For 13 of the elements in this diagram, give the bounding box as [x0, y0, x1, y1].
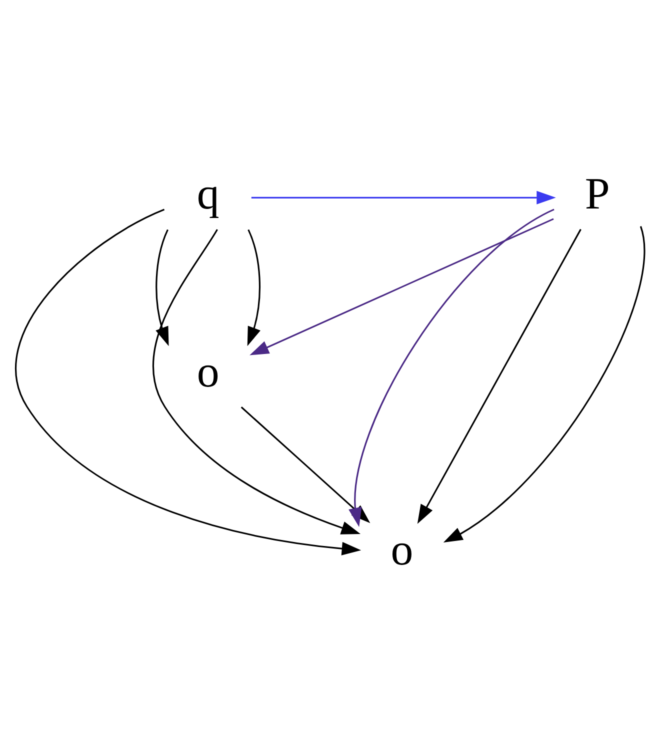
- arrow: [247, 229, 260, 346]
- node-text: o: [390, 524, 414, 574]
- arrow: [417, 228, 582, 524]
- arrow: [251, 190, 556, 204]
- arrow: [348, 208, 554, 527]
- arrow: [250, 218, 554, 356]
- node-text: o: [196, 346, 220, 397]
- arrow: [15, 208, 362, 556]
- node-text: q: [196, 168, 220, 219]
- arrow: [152, 229, 361, 534]
- node-text: P: [584, 168, 610, 219]
- arrow: [156, 229, 169, 346]
- arrow: [443, 226, 646, 543]
